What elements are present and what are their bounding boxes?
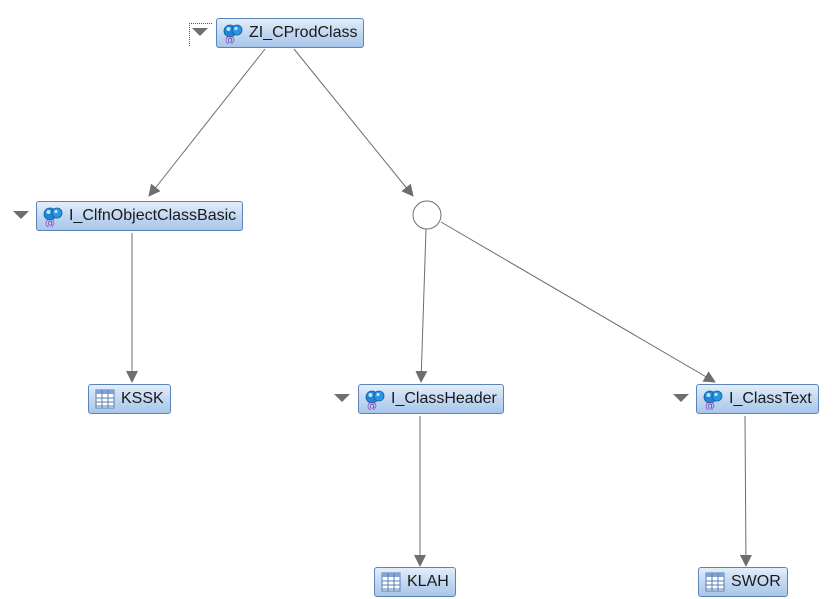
collapse-toggle-classheader[interactable] xyxy=(334,394,350,402)
cds-view-icon: @ xyxy=(43,207,63,227)
node-zi-cprodclass[interactable]: @ ZI_CProdClass xyxy=(188,18,365,48)
node-swor[interactable]: SWOR xyxy=(698,567,788,597)
edge-root-to-clfn xyxy=(148,48,266,197)
collapse-toggle-clfn[interactable] xyxy=(13,211,29,219)
cds-view-icon: @ xyxy=(703,390,723,410)
collapse-toggle-root[interactable] xyxy=(192,28,208,36)
table-icon xyxy=(95,389,115,409)
node-label: I_ClassHeader xyxy=(391,390,497,407)
node-label: KSSK xyxy=(121,390,164,407)
table-icon xyxy=(381,572,401,592)
node-klah[interactable]: KLAH xyxy=(374,567,456,597)
edge-root-to-join xyxy=(293,48,414,197)
collapse-toggle-classtext[interactable] xyxy=(673,394,689,402)
node-kssk[interactable]: KSSK xyxy=(88,384,171,414)
node-i-classheader[interactable]: @ I_ClassHeader xyxy=(358,384,504,414)
node-label: I_ClassText xyxy=(729,390,812,407)
join-node[interactable] xyxy=(412,200,442,230)
node-label: SWOR xyxy=(731,573,781,590)
edge-join-to-classtext xyxy=(440,221,716,383)
node-label: I_ClfnObjectClassBasic xyxy=(69,207,237,224)
node-i-clfnobjectclassbasic[interactable]: @ I_ClfnObjectClassBasic xyxy=(36,201,244,231)
svg-text:@: @ xyxy=(45,218,55,227)
node-i-classtext[interactable]: @ I_ClassText xyxy=(696,384,819,414)
table-icon xyxy=(705,572,725,592)
node-label: ZI_CProdClass xyxy=(249,24,358,41)
edge-join-to-classheader xyxy=(415,228,428,383)
svg-text:@: @ xyxy=(367,401,377,410)
svg-text:@: @ xyxy=(705,401,715,410)
svg-text:@: @ xyxy=(225,35,235,44)
cds-view-icon: @ xyxy=(223,24,243,44)
cds-view-icon: @ xyxy=(365,390,385,410)
edge-classtext-to-swor xyxy=(739,415,752,567)
node-label: KLAH xyxy=(407,573,449,590)
